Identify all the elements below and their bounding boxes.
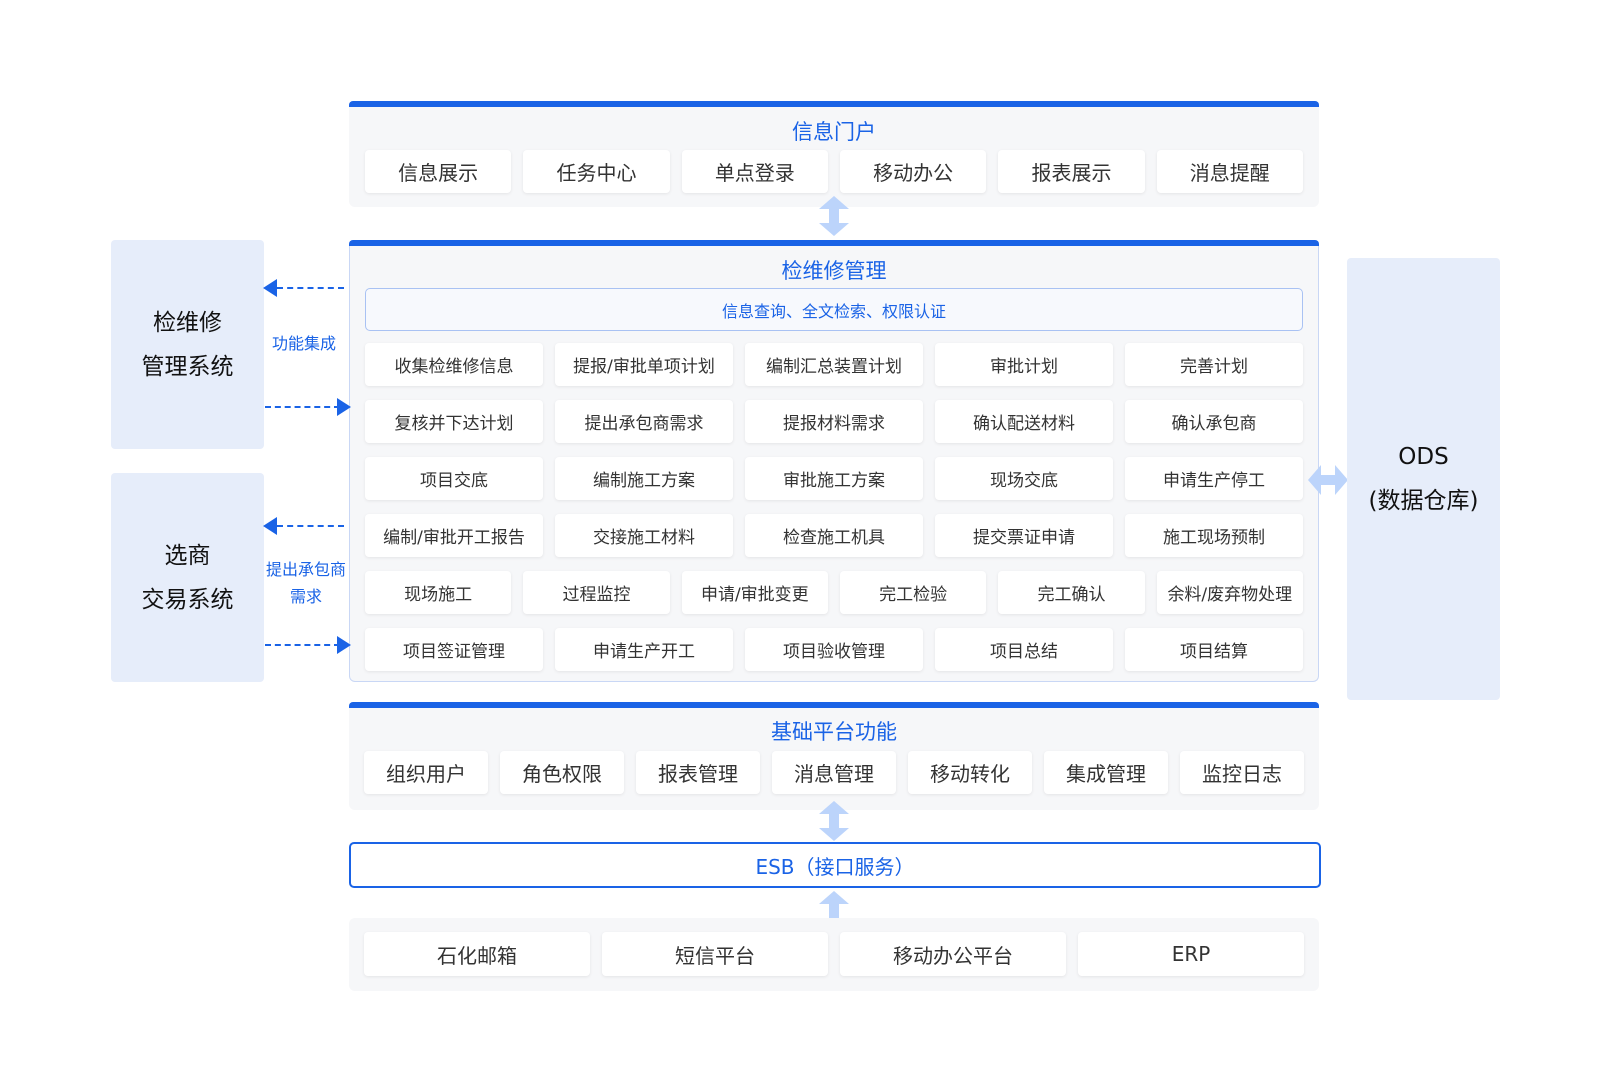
external-item[interactable]: 石化邮箱 [364, 932, 590, 976]
maint-item[interactable]: 申请生产停工 [1125, 457, 1303, 500]
supplier-system-line2: 交易系统 [141, 586, 234, 613]
contractor-demand-label-line2: 需求 [289, 587, 322, 606]
dashed-connector [277, 525, 344, 527]
portal-title: 信息门户 [792, 120, 876, 144]
maint-system-line2: 管理系统 [141, 353, 234, 380]
maint-topbar [349, 240, 1319, 246]
maint-item[interactable]: 现场交底 [935, 457, 1113, 500]
double-arrow-icon [819, 196, 849, 236]
base-item[interactable]: 消息管理 [772, 751, 896, 794]
integration-label: 功能集成 [271, 334, 336, 353]
maint-row-6: 项目签证管理 申请生产开工 项目验收管理 项目总结 项目结算 [365, 628, 1303, 671]
base-topbar [349, 702, 1319, 708]
maint-system-line1: 检维修 [153, 309, 222, 336]
maint-item[interactable]: 审批施工方案 [745, 457, 923, 500]
maint-row-4: 编制/审批开工报告 交接施工材料 检查施工机具 提交票证申请 施工现场预制 [365, 514, 1303, 557]
search-bar[interactable]: 信息查询、全文检索、权限认证 [365, 288, 1303, 331]
maint-item[interactable]: 提交票证申请 [935, 514, 1113, 557]
maint-panel: 检维修管理 信息查询、全文检索、权限认证 收集检维修信息 提报/审批单项计划 编… [349, 240, 1319, 682]
maint-item[interactable]: 项目结算 [1125, 628, 1303, 671]
maint-item[interactable]: 过程监控 [523, 571, 670, 614]
arrow-right-icon [337, 398, 351, 416]
maint-item[interactable]: 完工确认 [998, 571, 1145, 614]
external-panel: 石化邮箱 短信平台 移动办公平台 ERP [349, 918, 1319, 991]
arrow-left-icon [263, 279, 277, 297]
maint-item[interactable]: 提报/审批单项计划 [555, 343, 733, 386]
maint-item[interactable]: 完工检验 [839, 571, 987, 614]
maint-row-3: 项目交底 编制施工方案 审批施工方案 现场交底 申请生产停工 [365, 457, 1303, 500]
arrow-left-icon [263, 517, 277, 535]
portal-item[interactable]: 报表展示 [998, 150, 1145, 193]
portal-item[interactable]: 消息提醒 [1156, 150, 1303, 193]
maint-item[interactable]: 申请/审批变更 [681, 571, 828, 614]
esb-bar[interactable]: ESB（接口服务） [349, 842, 1321, 888]
maint-item[interactable]: 项目总结 [935, 628, 1113, 671]
base-item[interactable]: 报表管理 [636, 751, 760, 794]
maint-item[interactable]: 申请生产开工 [555, 628, 733, 671]
maint-item[interactable]: 项目签证管理 [365, 628, 543, 671]
maint-item[interactable]: 完善计划 [1125, 343, 1303, 386]
maint-system-box[interactable]: 检维修 管理系统 [111, 240, 264, 449]
portal-item[interactable]: 单点登录 [681, 150, 828, 193]
maint-item[interactable]: 审批计划 [935, 343, 1113, 386]
external-items: 石化邮箱 短信平台 移动办公平台 ERP [364, 932, 1304, 976]
maint-row-2: 复核并下达计划 提出承包商需求 提报材料需求 确认配送材料 确认承包商 [365, 400, 1303, 443]
maint-item[interactable]: 交接施工材料 [555, 514, 733, 557]
portal-panel: 信息门户 信息展示 任务中心 单点登录 移动办公 报表展示 消息提醒 [349, 101, 1319, 207]
maint-item[interactable]: 施工现场预制 [1125, 514, 1303, 557]
portal-item[interactable]: 移动办公 [839, 150, 987, 193]
base-panel: 基础平台功能 组织用户 角色权限 报表管理 消息管理 移动转化 集成管理 监控日… [349, 702, 1319, 810]
supplier-system-box[interactable]: 选商 交易系统 [111, 473, 264, 682]
maint-row-5: 现场施工 过程监控 申请/审批变更 完工检验 完工确认 余料/废弃物处理 [365, 571, 1303, 614]
maint-item[interactable]: 确认配送材料 [935, 400, 1113, 443]
maint-item[interactable]: 收集检维修信息 [365, 343, 543, 386]
double-arrow-icon [819, 801, 849, 841]
portal-items: 信息展示 任务中心 单点登录 移动办公 报表展示 消息提醒 [365, 150, 1303, 193]
maint-item[interactable]: 复核并下达计划 [365, 400, 543, 443]
supplier-system-line1: 选商 [164, 542, 211, 569]
base-item[interactable]: 集成管理 [1044, 751, 1168, 794]
dashed-connector [265, 644, 340, 646]
base-item[interactable]: 角色权限 [500, 751, 624, 794]
maint-item[interactable]: 现场施工 [365, 571, 512, 614]
external-item[interactable]: 短信平台 [602, 932, 828, 976]
ods-box[interactable]: ODS (数据仓库) [1347, 258, 1500, 700]
maint-item[interactable]: 提出承包商需求 [555, 400, 733, 443]
maint-item[interactable]: 确认承包商 [1125, 400, 1303, 443]
external-item[interactable]: 移动办公平台 [840, 932, 1066, 976]
contractor-demand-label-line1: 提出承包商 [265, 560, 346, 579]
double-arrow-icon [1308, 465, 1348, 495]
maint-item[interactable]: 编制施工方案 [555, 457, 733, 500]
dashed-connector [277, 287, 344, 289]
portal-item[interactable]: 任务中心 [523, 150, 670, 193]
maint-item[interactable]: 编制汇总装置计划 [745, 343, 923, 386]
base-title: 基础平台功能 [771, 720, 897, 744]
ods-line2: (数据仓库) [1368, 488, 1479, 514]
maint-item[interactable]: 编制/审批开工报告 [365, 514, 543, 557]
maint-row-1: 收集检维修信息 提报/审批单项计划 编制汇总装置计划 审批计划 完善计划 [365, 343, 1303, 386]
maint-item[interactable]: 项目验收管理 [745, 628, 923, 671]
external-item[interactable]: ERP [1078, 932, 1304, 976]
arrow-right-icon [337, 636, 351, 654]
contractor-demand-label: 提出承包商 需求 [261, 556, 351, 610]
base-item[interactable]: 组织用户 [364, 751, 488, 794]
portal-topbar [349, 101, 1319, 107]
base-items: 组织用户 角色权限 报表管理 消息管理 移动转化 集成管理 监控日志 [364, 751, 1304, 794]
base-item[interactable]: 移动转化 [908, 751, 1032, 794]
portal-item[interactable]: 信息展示 [365, 150, 512, 193]
maint-item[interactable]: 检查施工机具 [745, 514, 923, 557]
dashed-connector [265, 406, 340, 408]
maint-title: 检维修管理 [781, 259, 887, 283]
base-item[interactable]: 监控日志 [1180, 751, 1304, 794]
maint-item[interactable]: 项目交底 [365, 457, 543, 500]
maint-item[interactable]: 余料/废弃物处理 [1156, 571, 1303, 614]
ods-line1: ODS [1398, 444, 1449, 470]
maint-item[interactable]: 提报材料需求 [745, 400, 923, 443]
